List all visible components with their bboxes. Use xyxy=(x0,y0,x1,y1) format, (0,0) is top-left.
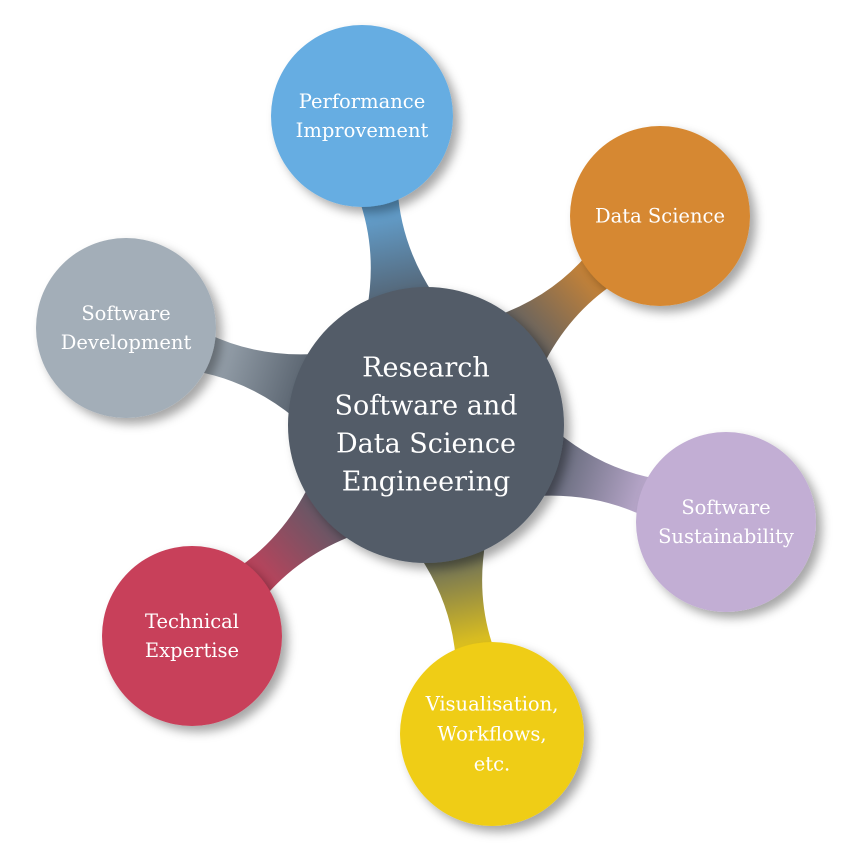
connector-visualisation xyxy=(419,541,495,660)
node-circle-visualisation xyxy=(400,642,584,826)
node-label-technical-expertise-line-1: Technical xyxy=(145,610,239,633)
node-label-visualisation-line-1: Visualisation, xyxy=(425,693,559,716)
node-circle-software-development xyxy=(36,238,216,418)
node-circle-performance xyxy=(271,25,453,207)
node-label-technical-expertise-line-2: Expertise xyxy=(145,639,239,662)
connector-performance xyxy=(358,189,434,309)
node-circle-technical-expertise xyxy=(102,546,282,726)
node-label-software-sustainability-line-1: Software xyxy=(681,496,770,519)
center-label-line-2: Software and xyxy=(334,391,517,422)
node-label-data-science-line-1: Data Science xyxy=(595,205,725,228)
center-label-line-1: Research xyxy=(362,353,490,384)
node-label-performance-line-1: Performance xyxy=(299,90,426,113)
node-circle-data-science xyxy=(570,126,750,306)
node-circle-research xyxy=(288,287,564,563)
center-label-line-3: Data Science xyxy=(336,429,516,460)
node-circle-software-sustainability xyxy=(636,432,816,612)
node-label-visualisation-line-2: Workflows, xyxy=(437,723,546,746)
node-label-performance-line-2: Improvement xyxy=(296,119,429,142)
node-label-visualisation-line-3: etc. xyxy=(474,753,511,776)
node-label-software-sustainability-line-2: Sustainability xyxy=(658,525,794,548)
node-label-software-development-line-2: Development xyxy=(61,331,192,354)
center-label-line-4: Engineering xyxy=(342,467,511,498)
node-label-software-development-line-1: Software xyxy=(81,302,170,325)
connector-software-development xyxy=(194,332,317,419)
connector-software-sustainability xyxy=(535,431,658,518)
